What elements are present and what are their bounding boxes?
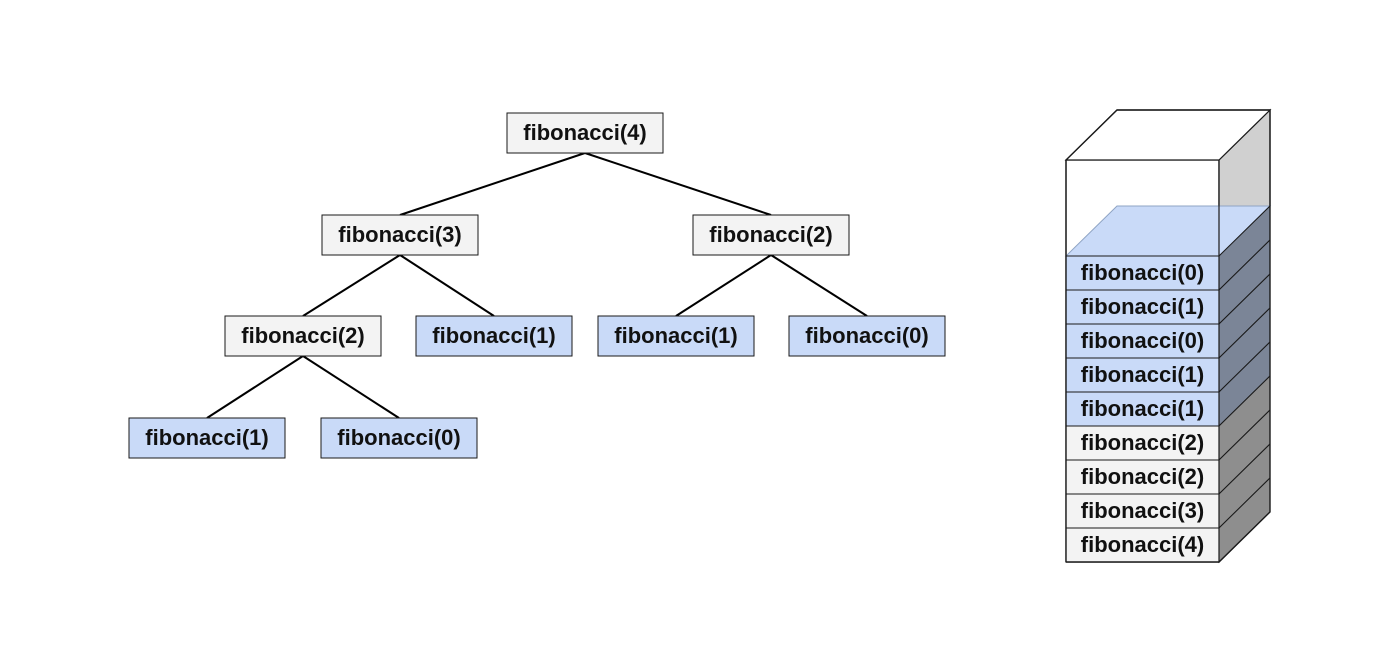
tree-node-label: fibonacci(3) [338, 222, 461, 247]
call-tree-edges [206, 152, 868, 419]
tree-node-box [415, 315, 573, 357]
stack-frame: fibonacci(2) [1065, 408, 1271, 496]
stack-frame: fibonacci(4) [1065, 476, 1271, 564]
tree-edge-n3-n2a [302, 254, 401, 317]
stack-frame: fibonacci(1) [1065, 238, 1271, 326]
tree-edge-n4-n3 [399, 152, 586, 216]
stack-frame: fibonacci(2) [1065, 374, 1271, 462]
stack-frame-box [1065, 289, 1220, 325]
tree-node-label: fibonacci(1) [614, 323, 737, 348]
tree-node-box [692, 214, 850, 256]
stack-frame: fibonacci(0) [1065, 204, 1271, 292]
stack-frame: fibonacci(1) [1065, 306, 1271, 394]
stack-frame-label: fibonacci(2) [1081, 430, 1204, 455]
stack-frame-label: fibonacci(1) [1081, 294, 1204, 319]
tree-node-n2b: fibonacci(2) [692, 214, 850, 256]
tree-node-label: fibonacci(2) [709, 222, 832, 247]
tree-node-n1b: fibonacci(1) [415, 315, 573, 357]
tree-node-n4: fibonacci(4) [506, 112, 664, 154]
tree-node-box [788, 315, 946, 357]
tree-node-box [321, 214, 479, 256]
tree-node-n1c: fibonacci(1) [597, 315, 755, 357]
stack-frame-label: fibonacci(0) [1081, 260, 1204, 285]
tree-node-box [506, 112, 664, 154]
tree-edge-n2b-n0b [770, 254, 868, 317]
tree-node-label: fibonacci(0) [337, 425, 460, 450]
tree-edge-n2a-n0a [302, 355, 400, 419]
tree-edge-n3-n1b [399, 254, 495, 317]
tree-node-n0b: fibonacci(0) [788, 315, 946, 357]
stack-frame-label: fibonacci(3) [1081, 498, 1204, 523]
tree-node-n2a: fibonacci(2) [224, 315, 382, 357]
tree-node-n1a: fibonacci(1) [128, 417, 286, 459]
tree-node-label: fibonacci(4) [523, 120, 646, 145]
tree-edge-n4-n2b [584, 152, 772, 216]
stack-frame-box [1065, 493, 1220, 529]
tree-node-n3: fibonacci(3) [321, 214, 479, 256]
tree-node-label: fibonacci(2) [241, 323, 364, 348]
stack-frame-label: fibonacci(1) [1081, 396, 1204, 421]
tree-node-label: fibonacci(1) [432, 323, 555, 348]
stack-frame-label: fibonacci(1) [1081, 362, 1204, 387]
tree-edge-n2a-n1a [206, 355, 304, 419]
stack-frame-label: fibonacci(0) [1081, 328, 1204, 353]
stack-frame-label: fibonacci(4) [1081, 532, 1204, 557]
tree-edge-n2b-n1c [675, 254, 772, 317]
stack-frame: fibonacci(3) [1065, 442, 1271, 530]
tree-node-box [597, 315, 755, 357]
tree-node-box [128, 417, 286, 459]
call-stack: fibonacci(0) fibonacci(1) fibonacci(0) fibo… [1064, 108, 1272, 564]
tree-node-label: fibonacci(0) [805, 323, 928, 348]
tree-node-box [224, 315, 382, 357]
tree-node-box [320, 417, 478, 459]
tree-node-n0a: fibonacci(0) [320, 417, 478, 459]
stack-frame: fibonacci(1) [1065, 340, 1271, 428]
stack-frame-label: fibonacci(2) [1081, 464, 1204, 489]
call-tree: fibonacci(4) fibonacci(3) fibonacci(2) fibo… [128, 112, 946, 459]
tree-node-label: fibonacci(1) [145, 425, 268, 450]
